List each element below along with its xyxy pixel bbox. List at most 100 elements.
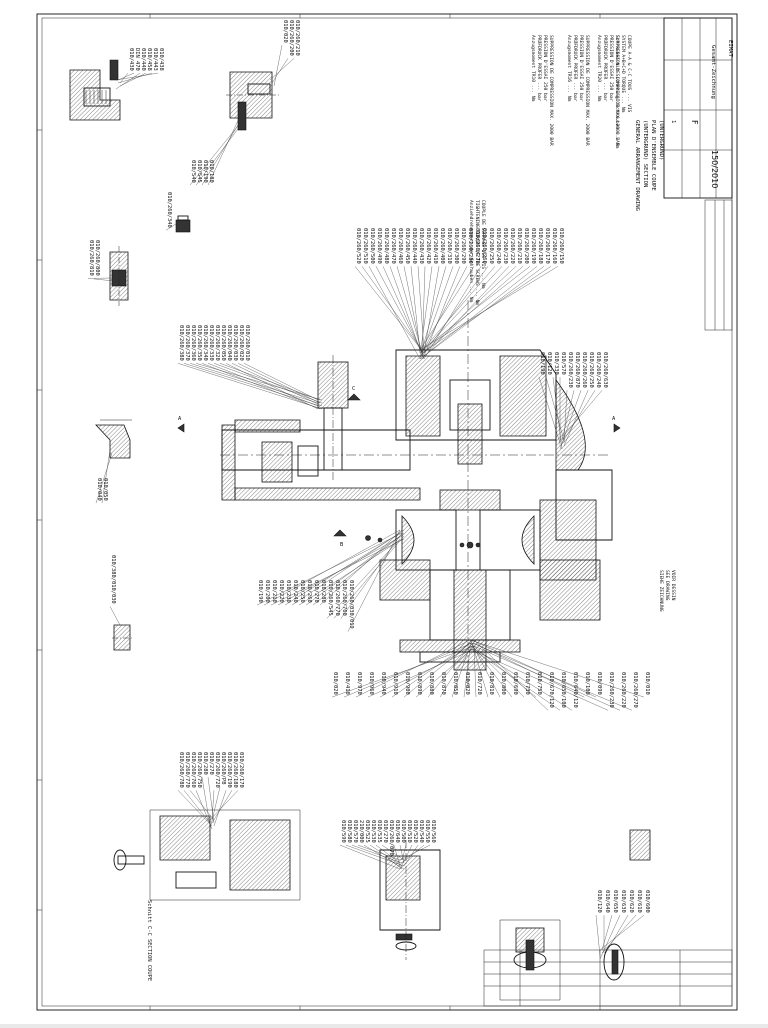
title-line-4: (UNTERGRUND) — [658, 120, 664, 160]
note-block3-3: PRESSION D'ESSAI 250 bar — [608, 35, 614, 102]
note-block4-1: Schrauben mit Sicherung: Schrauben ... N… — [614, 35, 620, 149]
callout-bottom-right-3: 010/630 — [620, 890, 626, 913]
note-block3-2: PRÜFDRUCK PRÜFER ... bar — [602, 35, 609, 102]
callout-main-right-8: 010/120 — [546, 352, 552, 375]
title-block-mark: F — [690, 120, 699, 125]
title-block: EIMAT Gesamt-Zeichnung 150/2010 F 1 GENE… — [634, 18, 733, 330]
callout-main-bottom-13: 010/810 — [488, 672, 494, 695]
callout-main-lower-left-13: 010/190 — [257, 580, 263, 603]
section-label-a-left: A — [178, 416, 182, 422]
leader-line-main-top-13 — [422, 266, 467, 353]
callout-bottom-center-15: 010/590 — [340, 820, 346, 843]
leader-line-top-center-b-2 — [196, 118, 246, 185]
leader-line-bottom-left-0 — [210, 790, 238, 820]
callout-main-bottom-14: 010/720 — [476, 672, 482, 695]
leader-line-main-top-7 — [422, 266, 509, 359]
revision-table — [484, 950, 732, 1006]
note-section-2: SEE DRAWING — [664, 570, 670, 601]
leader-line-main-top-20 — [418, 266, 424, 350]
callout-upper-left-mid-1: 010/260/810 — [88, 240, 94, 276]
callout-main-top-21: 010/260/440 — [411, 228, 417, 264]
callout-main-top-26: 010/260/490 — [376, 228, 382, 264]
title-line-1: GENERAL ARRANGEMENT DRAWING — [634, 120, 640, 212]
callout-main-bottom-16: 010/850 — [452, 672, 458, 695]
leader-line-top-left-0 — [116, 73, 158, 80]
leader-line-main-top-28 — [362, 266, 422, 350]
leader-line-top-center-b-1 — [202, 115, 244, 185]
detail-top-center — [226, 72, 280, 130]
callout-main-right-4: 010/260/870 — [574, 352, 580, 388]
border-ticks — [37, 14, 600, 1010]
callout-main-bottom-12: 010/800 — [500, 672, 506, 695]
detail-top-left — [70, 60, 120, 120]
callout-main-top-25: 010/260/480 — [383, 228, 389, 264]
callout-main-bottom-8: 010/670/120 — [548, 672, 554, 708]
callout-small-part-0: 010/260/340 — [166, 192, 172, 228]
note-block1-1: Anzugsmoment TR10 ... Nm — [530, 35, 536, 102]
leader-line-bottom-left-2 — [214, 790, 226, 826]
callout-main-top-1: 010/260/160 — [551, 228, 557, 264]
leader-line-top-left-3 — [116, 73, 140, 89]
callout-main-top-15: 010/260/300 — [453, 228, 459, 264]
callout-bottom-right-0: 010/600 — [644, 890, 650, 913]
note-block2-1: Anzugsmoment TR16 ... Nm — [566, 35, 572, 102]
callout-main-lower-left-9: 010/230 — [285, 580, 291, 603]
detail-left-mid — [96, 420, 132, 458]
detail-upper-left-mid — [110, 246, 128, 306]
callout-main-bottom-9: 010/750 — [536, 672, 542, 695]
leader-line-main-top-23 — [397, 266, 424, 359]
leader-line-main-left-11 — [178, 363, 322, 409]
title-block-company: EIMAT — [727, 40, 733, 57]
leader-line-main-top-1 — [422, 266, 551, 353]
callout-bottom-right-1: 010/610 — [636, 890, 642, 913]
title-block-doc-type: Gesamt-Zeichnung — [710, 45, 716, 99]
callout-main-bottom-11: 010/690 — [512, 672, 518, 695]
detail-left-low — [112, 625, 134, 650]
callout-main-top-10: 010/260/250 — [488, 228, 494, 264]
leader-line-top-left-2 — [120, 73, 146, 86]
callout-main-top-24: 010/260/470 — [390, 228, 396, 264]
note-block1-4: SUPPRESSION DE COMPRESSION MAX. 2000 BAR — [548, 35, 554, 146]
leader-line-main-left-1 — [238, 363, 320, 403]
detail-bottom-right — [500, 830, 650, 1000]
callout-main-left-11: 010/260/380 — [178, 325, 184, 361]
callout-main-top-16: 010/260/310 — [446, 228, 452, 264]
callout-main-bottom-26: 010/020 — [332, 672, 338, 695]
callout-left-mid-1: 010/040 — [96, 478, 102, 501]
callout-main-right-5: 010/260/230 — [567, 352, 573, 388]
leader-line-main-top-9 — [420, 266, 495, 353]
callout-main-top-29: 010/260/520 — [355, 228, 361, 264]
callout-main-top-2: 010/260/170 — [544, 228, 550, 264]
leader-line-main-top-25 — [383, 266, 422, 353]
callout-main-top-23: 010/260/460 — [397, 228, 403, 264]
callout-main-top-20: 010/260/430 — [418, 228, 424, 264]
callout-bottom-left-10: 010/260/780 — [178, 752, 184, 788]
section-label-b: B — [340, 542, 343, 548]
callout-main-lower-left-8: 010/240 — [292, 580, 298, 603]
leader-line-top-center-0 — [270, 58, 294, 80]
view-label-section-cc: Schnitt C-C SECTION COUPE — [146, 900, 152, 981]
section-label-a-right: A — [612, 416, 616, 422]
callout-top-left-5: 010/430 — [128, 48, 134, 71]
note-block4-2: SYSTEM A+B+C+D TORQUE ... Nm — [620, 35, 626, 113]
callout-main-right-9: 010/190 — [539, 352, 545, 375]
callout-main-bottom-25: 010/410 — [344, 672, 350, 695]
callout-main-top-12: 010/260/270 — [474, 228, 480, 264]
callout-main-bottom-15: 010/820 — [464, 672, 470, 695]
callout-bottom-right-2: 010/620 — [628, 890, 634, 913]
callout-main-top-6: 010/260/210 — [516, 228, 522, 264]
callout-main-top-5: 010/260/200 — [523, 228, 529, 264]
callout-main-top-8: 010/260/230 — [502, 228, 508, 264]
callout-main-right-1: 010/260/240 — [595, 352, 601, 388]
callout-main-bottom-18: 010/880 — [428, 672, 434, 695]
callout-main-bottom-6: 010/640/120 — [572, 672, 578, 708]
callout-main-top-18: 010/260/410 — [432, 228, 438, 264]
title-line-2: (UNTERGRUND) SECTION — [642, 120, 648, 187]
callout-main-top-17: 010/260/400 — [439, 228, 445, 264]
callout-main-bottom-2: 010/260/220 — [620, 672, 626, 708]
callout-main-bottom-1: 010/260/270 — [632, 672, 638, 708]
callout-main-top-3: 010/260/180 — [537, 228, 543, 264]
callout-main-lower-left-11: 010/210 — [271, 580, 277, 603]
